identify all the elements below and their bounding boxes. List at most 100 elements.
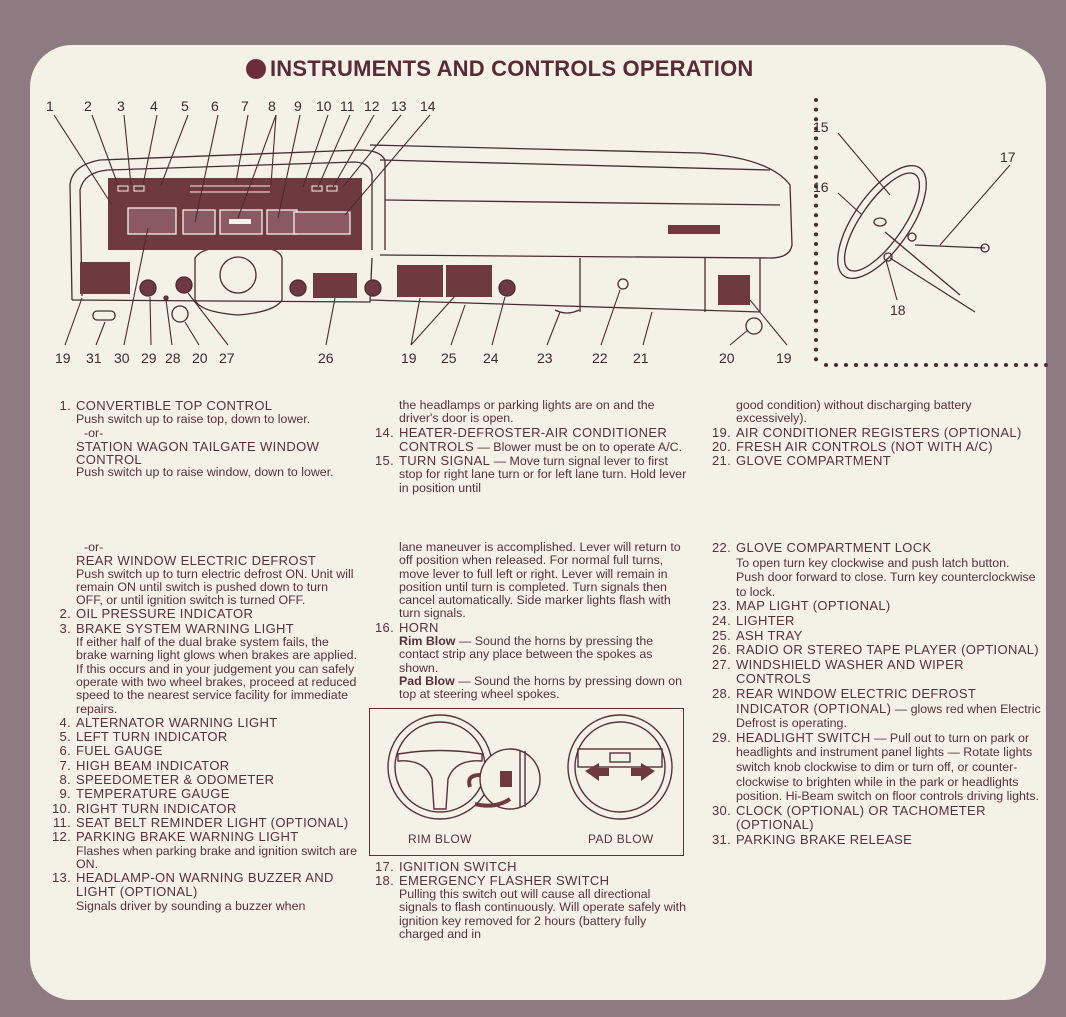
separator-dot [814,242,818,246]
item-description: — glows red when Electric Defrost is ope… [736,701,1041,731]
separator-dot [814,155,818,160]
callout-23: 23 [537,350,553,366]
list-item: 11. SEAT BELT REMINDER LIGHT (OPTIONAL) [53,814,358,830]
column-3-top: good condition) without discharging batt… [712,398,1041,468]
separator-dot [954,363,958,367]
separator-dot [814,338,818,342]
separator-dot [814,299,818,304]
item-body: Flashes when parking brake and ignition … [76,843,358,871]
item-body: Push switch up to raise window, down to … [76,465,334,480]
callout-1: 1 [46,98,54,114]
list-item: 25.ASH TRAY [712,628,1041,644]
callout-15: 15 [813,119,829,135]
separator-dot [814,213,818,218]
item-heading: REAR WINDOW ELECTRIC DEFROST INDICATOR (… [736,685,976,716]
term-label: Pad Blow [399,673,455,688]
list-item: 19.AIR CONDITIONER REGISTERS (OPTIONAL) [712,425,1041,440]
list-item: 15.TURN SIGNAL — Move turn signal lever … [375,453,691,495]
item-heading: IGNITION SWITCH [399,858,517,874]
callout-17: 17 [1000,149,1016,165]
item-subheading: REAR WINDOW ELECTRIC DEFROST [76,553,317,569]
separator-dot [834,363,838,367]
callout-3: 3 [117,98,125,114]
callout-26: 26 [318,350,334,366]
item-number: 21. [712,453,731,469]
dashboard-outline [69,144,793,316]
separator-dot [924,363,928,367]
callout-19b: 19 [401,350,417,366]
separator-dot [974,363,978,367]
item-number: 9. [59,786,71,802]
separator-dot [814,184,818,189]
callout-20: 20 [192,350,208,366]
separator-dot [1024,363,1028,367]
item-body: If either half of the dual brake system … [76,635,358,716]
item-body: the headlamps or parking lights are on a… [399,398,655,426]
separator-dot [1044,363,1048,367]
separator-dot [904,363,908,367]
item-number: 8. [59,772,71,788]
callout-25: 25 [441,350,457,366]
item-number: 25. [712,627,731,643]
list-item: 7. HIGH BEAM INDICATOR [60,757,358,773]
item-number: 3. [59,620,71,636]
list-item: 14.HEATER-DEFROSTER-AIR CONDITIONER CONT… [375,425,691,455]
separator-dot [814,357,818,362]
list-item: 17.IGNITION SWITCH [375,858,691,874]
item-heading: FRESH AIR CONTROLS (NOT WITH A/C) [736,438,993,454]
item-heading: HEADLIGHT SWITCH [736,729,871,745]
callout-16: 16 [813,179,829,195]
item-number: 16. [375,619,394,635]
item-number: 27. [712,656,731,672]
callout-21: 21 [633,350,649,366]
item-body: Rim Blow — Sound the horns by pressing t… [399,634,691,675]
item-heading: OIL PRESSURE INDICATOR [76,606,254,622]
item-number: 12. [52,829,71,845]
separator-dot [814,347,818,352]
item-number: 20. [712,438,731,454]
item-heading: HIGH BEAM INDICATOR [76,757,230,773]
item-heading: SEAT BELT REMINDER LIGHT (OPTIONAL) [76,814,349,830]
separator-dot [814,328,818,333]
item-heading: WINDSHIELD WASHER AND WIPER CONTROLS [736,656,964,687]
separator-dot [1014,363,1018,367]
item-heading: CLOCK (OPTIONAL) OR TACHOMETER (OPTIONAL… [736,802,986,833]
item-number: 26. [712,642,731,658]
item-heading: TURN SIGNAL [399,453,491,469]
callout-20b: 20 [719,350,735,366]
item-heading: LEFT TURN INDICATOR [76,729,228,745]
callout-31: 31 [86,350,102,366]
term-description: — Sound the horns by pressing the contac… [399,634,654,675]
separator-dot [1034,363,1038,367]
separator-dot [814,261,818,266]
item-heading: MAP LIGHT (OPTIONAL) [736,598,891,614]
rim-blow-label: RIM BLOW [408,831,472,846]
item-body: Pad Blow — Sound the horns by pressing d… [399,673,691,702]
callout-19: 19 [55,350,71,366]
callouts-wheel: 15 16 17 18 [813,119,1016,318]
item-number: 14. [375,424,394,440]
item-number: 11. [52,814,71,830]
item-number: 10. [52,800,71,816]
item-number: 18. [375,872,394,888]
item-subheading: STATION WAGON TAILGATE WINDOW CONTROL [76,438,320,468]
list-item: 4.ALTERNATOR WARNING LIGHT [60,716,358,730]
list-item: 24.LIGHTER [712,613,1041,629]
item-heading: CONVERTIBLE TOP CONTROL [76,398,273,413]
separator-dot [914,363,918,367]
list-item: 30.CLOCK (OPTIONAL) OR TACHOMETER (OPTIO… [712,802,1041,833]
separator-dot [944,363,948,367]
callout-14: 14 [420,98,436,114]
callout-11: 11 [340,98,355,114]
separator-dot [814,251,818,256]
callout-19c: 19 [776,350,792,366]
separator-dot [814,107,818,112]
callout-7: 7 [241,98,249,114]
callout-22: 22 [592,350,608,366]
item-number: 7. [59,757,71,773]
list-item: 31.PARKING BRAKE RELEASE [712,832,1041,848]
separator-dot [814,280,818,285]
list-item: 18.EMERGENCY FLASHER SWITCH [375,874,691,888]
item-body: Push switch up to turn electric defrost … [76,566,354,608]
